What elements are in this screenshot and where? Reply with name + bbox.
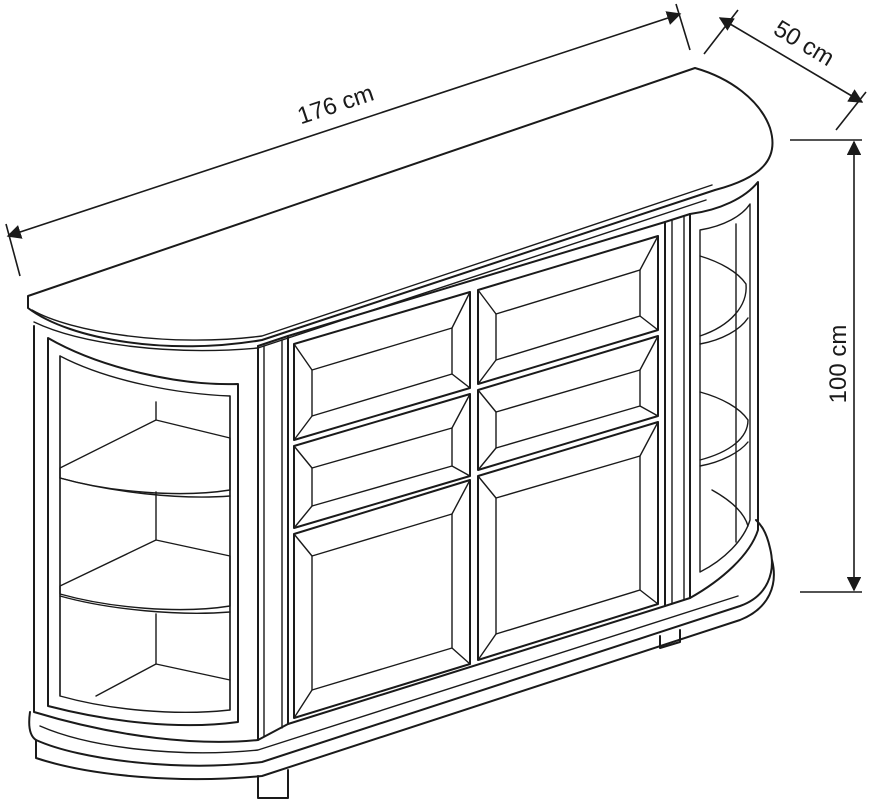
drawer-upper-right: [477, 235, 659, 385]
width-label: 176 cm: [294, 80, 377, 131]
drawer-middle-left: [293, 393, 471, 529]
depth-label: 50 cm: [769, 15, 839, 72]
depth-dimension: 50 cm: [703, 9, 867, 131]
top-slab: [27, 67, 774, 352]
door-right: [477, 421, 659, 661]
doors: [293, 421, 659, 719]
left-pilaster: [257, 335, 289, 741]
drawer-upper-left: [293, 291, 471, 441]
sideboard: [27, 67, 775, 799]
right-pilaster: [664, 213, 691, 607]
height-dimension: 100 cm: [790, 139, 862, 593]
left-glass-cabinet: [33, 325, 259, 743]
left-shelves: [59, 401, 231, 697]
plinth: [28, 519, 775, 799]
height-label: 100 cm: [825, 325, 852, 404]
door-left: [293, 479, 471, 719]
width-dimension: 176 cm: [5, 3, 691, 277]
drawers: [293, 235, 659, 529]
right-shelves: [699, 255, 749, 527]
right-glass-cabinet: [689, 181, 759, 599]
drawer-middle-right: [477, 335, 659, 471]
